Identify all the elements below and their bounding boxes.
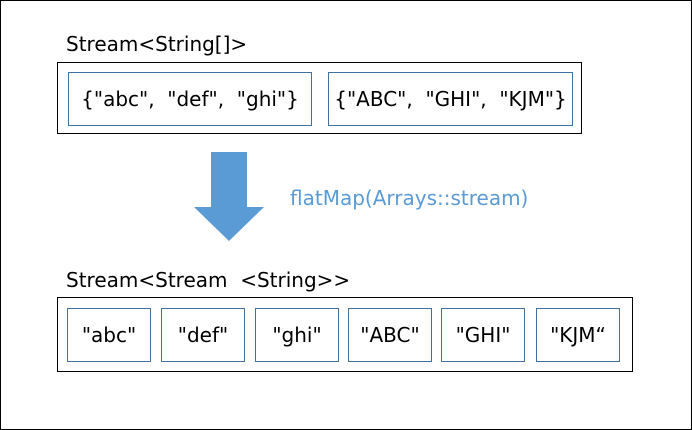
top-stream-label: Stream<String[]> — [66, 32, 248, 56]
array-box-uppercase: {"ABC", "GHI", "KJM"} — [328, 72, 573, 126]
flatmap-operation-label: flatMap(Arrays::stream) — [290, 186, 529, 210]
element-box: "def" — [161, 308, 245, 362]
bottom-stream-container: "abc" "def" "ghi" "ABC" "GHI" "KJM“ — [57, 297, 633, 372]
top-stream-container: {"abc", "def", "ghi"} {"ABC", "GHI", "KJ… — [57, 62, 582, 134]
element-box: "ABC" — [348, 308, 432, 362]
element-box: "ghi" — [255, 308, 339, 362]
element-box: "GHI" — [441, 308, 525, 362]
element-box: "abc" — [67, 308, 151, 362]
array-box-lowercase: {"abc", "def", "ghi"} — [68, 72, 312, 126]
element-box: "KJM“ — [536, 308, 620, 362]
down-arrow-icon — [194, 152, 264, 241]
bottom-stream-label: Stream<Stream <String>> — [66, 268, 351, 292]
